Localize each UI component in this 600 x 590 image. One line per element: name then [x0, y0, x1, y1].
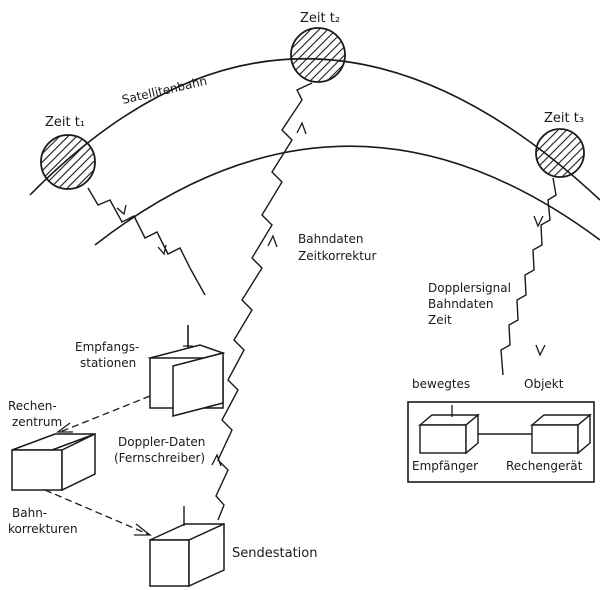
satellite-t1 [40, 134, 96, 190]
satellite-t2 [290, 27, 346, 83]
uplink-label-line1: Bahndaten [298, 232, 363, 246]
arrow-to-transmitter [134, 523, 152, 536]
arrow-to-computing [56, 422, 73, 433]
doppler-data-label-1: Doppler-Daten [118, 435, 205, 449]
receiver-label: Empfänger [412, 459, 478, 473]
downlink-label-line1: Dopplersignal [428, 281, 511, 295]
receiving-stations-box [147, 325, 226, 417]
orbit-corrections-label-2: korrekturen [8, 522, 78, 536]
onboard-computer-box [530, 413, 592, 455]
uplink-label-line2: Zeitkorrektur [298, 249, 377, 263]
moving-object-title-left: bewegtes [412, 377, 470, 391]
arrow-down-2 [535, 344, 546, 357]
receiver-box [418, 405, 480, 455]
computing-center-label-2: zentrum [12, 415, 62, 429]
receiving-stations-label-2: stationen [80, 356, 136, 370]
satellite-t3 [535, 128, 585, 178]
orbit-label: Satellitenbahn [121, 74, 209, 107]
moving-object-title-right: Objekt [524, 377, 564, 391]
line-t1-end [189, 267, 206, 296]
orbit-corrections-label-1: Bahn- [12, 506, 47, 520]
arrow-down-1 [533, 215, 544, 228]
onboard-computer-label: Rechengerät [506, 459, 583, 473]
computing-center-label-1: Rechen- [8, 399, 57, 413]
computing-center-box [11, 432, 96, 492]
satellite-t1-label: Zeit t₁ [45, 115, 85, 130]
transmitter-box [149, 506, 225, 588]
arrow-up-3 [267, 234, 278, 248]
link-receivers-to-computing [59, 395, 151, 433]
satellite-t3-label: Zeit t₃ [544, 111, 584, 126]
doppler-data-label-2: (Fernschreiber) [114, 451, 205, 465]
moving-object-frame [407, 401, 595, 483]
satellite-t2-label: Zeit t₂ [300, 11, 340, 26]
signal-uplink-t2 [215, 82, 313, 521]
signal-t3-downlink [500, 177, 557, 376]
arrow-t1-b [157, 244, 167, 256]
earth-surface-arc [94, 145, 600, 246]
link-computing-to-transmitter [44, 489, 151, 536]
arrow-up-2 [296, 121, 307, 135]
downlink-label-line3: Zeit [428, 313, 452, 327]
signal-t1-to-receivers [87, 187, 191, 269]
arrow-up-1 [211, 453, 222, 467]
transmitter-label: Sendestation [232, 546, 317, 561]
receiving-stations-label-1: Empfangs- [75, 340, 139, 354]
arrow-t1-a [116, 204, 127, 216]
downlink-label-line2: Bahndaten [428, 297, 493, 311]
